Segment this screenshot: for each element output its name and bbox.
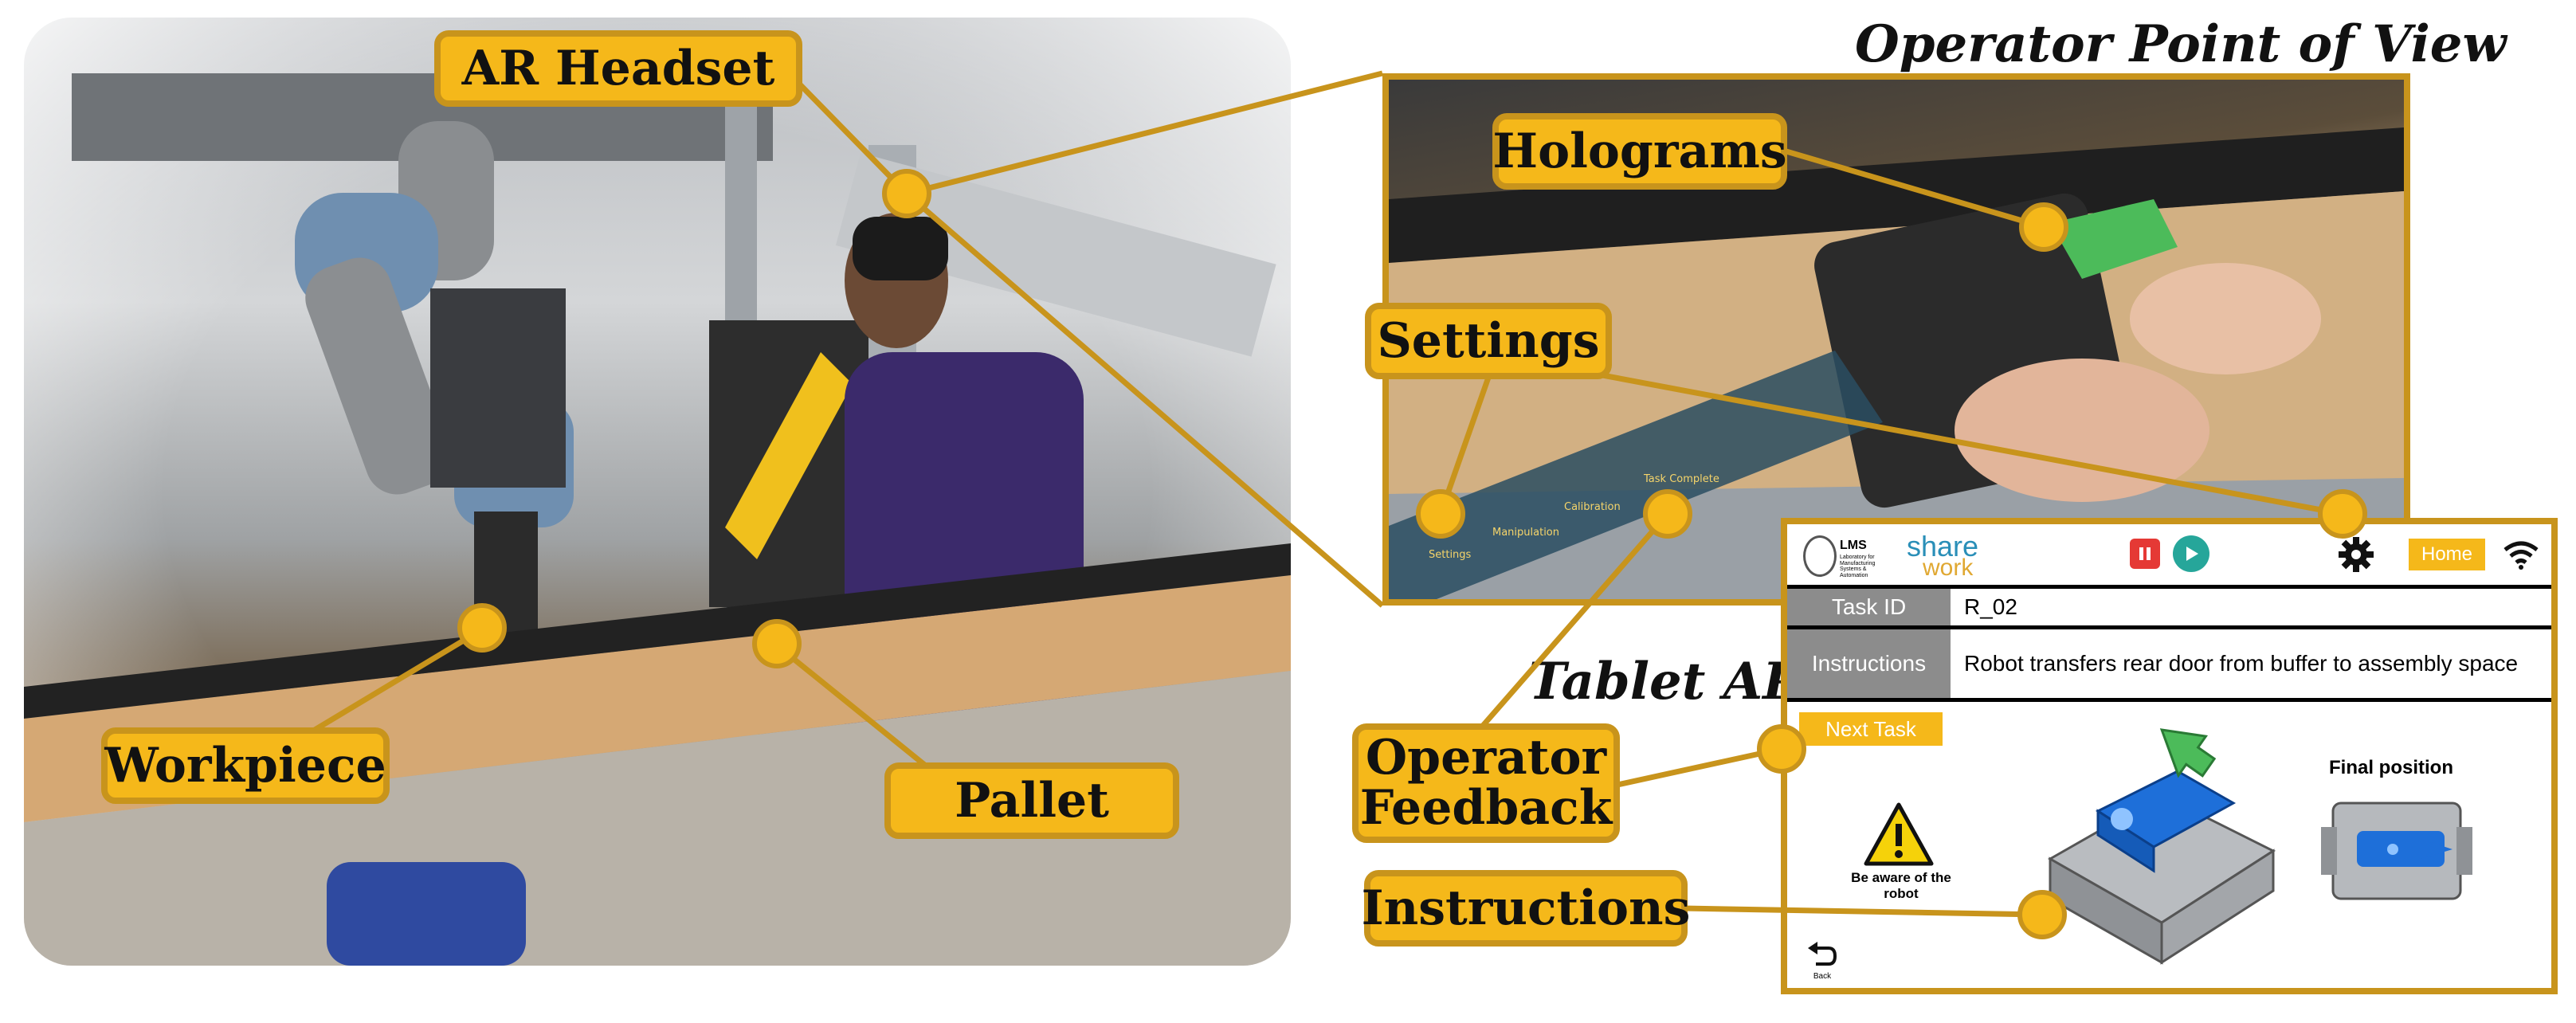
feedback-leader-b bbox=[1617, 746, 1782, 788]
holograms-label: Holograms bbox=[1492, 113, 1787, 190]
header-divider bbox=[1787, 585, 2551, 589]
ar-headset-marker bbox=[882, 169, 931, 218]
workpiece-leader bbox=[301, 626, 484, 740]
back-label: Back bbox=[1813, 972, 1832, 981]
instructions-callout-label: Instructions bbox=[1362, 870, 1690, 947]
green-arrow-icon bbox=[2159, 728, 2217, 778]
settings-leader-a bbox=[1437, 371, 1493, 515]
operator-feedback-label: Operator Feedback bbox=[1352, 723, 1620, 843]
final-position-label: Final position bbox=[2329, 757, 2453, 778]
task-id-label: Task ID bbox=[1787, 589, 1951, 625]
instructions-value: Robot transfers rear door from buffer to… bbox=[1964, 651, 2519, 676]
wifi-icon bbox=[2503, 541, 2539, 570]
holograms-leader bbox=[1780, 147, 2045, 230]
next-task-button[interactable]: Next Task bbox=[1799, 712, 1943, 746]
pov-menu-task-complete[interactable]: Task Complete bbox=[1643, 473, 1719, 485]
row-divider bbox=[1787, 698, 2551, 702]
final-position-diagram bbox=[2321, 802, 2472, 900]
hologram-menu-panel bbox=[1389, 351, 1883, 599]
back-arrow-icon bbox=[1808, 942, 1837, 966]
hologram-arrow bbox=[2050, 199, 2178, 279]
sharework-logo-top: share bbox=[1907, 530, 1979, 562]
ar-headset-label: AR Headset bbox=[434, 30, 802, 107]
pause-icon bbox=[2139, 547, 2151, 560]
workpiece-marker bbox=[457, 603, 507, 653]
pov-menu-manipulation[interactable]: Manipulation bbox=[1492, 527, 1559, 539]
pallet-label: Pallet bbox=[884, 762, 1179, 839]
pov-menu-settings[interactable]: Settings bbox=[1429, 549, 1472, 561]
play-icon bbox=[2186, 547, 2198, 561]
fixture-with-part-image bbox=[2047, 728, 2276, 965]
task-id-value: R_02 bbox=[1964, 594, 2017, 619]
settings-marker-pov bbox=[1416, 489, 1465, 539]
settings-marker-tablet bbox=[2318, 489, 2367, 539]
play-button[interactable] bbox=[2173, 535, 2209, 572]
settings-label: Settings bbox=[1365, 303, 1612, 379]
settings-leader-b bbox=[1589, 370, 2343, 517]
feedback-marker-tablet bbox=[1757, 724, 1806, 774]
final-position-image bbox=[2317, 795, 2476, 910]
gear-icon bbox=[2339, 537, 2374, 572]
lms-emblem-icon bbox=[1803, 535, 1837, 577]
workpiece-label: Workpiece bbox=[101, 727, 390, 804]
sharework-logo-bottom: work bbox=[1923, 555, 1974, 581]
pov-title: Operator Point of View bbox=[1855, 14, 2507, 74]
settings-button[interactable] bbox=[2337, 535, 2375, 577]
instructions-marker bbox=[2017, 890, 2067, 939]
assembly-illustration bbox=[2034, 723, 2281, 974]
warning-text: Be aware of the robot bbox=[1851, 870, 1951, 901]
pov-menu-calibration[interactable]: Calibration bbox=[1564, 501, 1621, 513]
back-button[interactable]: Back bbox=[1806, 942, 1838, 981]
wifi-status bbox=[2503, 539, 2539, 574]
pov-frame-line-top bbox=[906, 70, 1383, 197]
warning-sign bbox=[1863, 802, 1935, 870]
instructions-leader bbox=[1682, 905, 2043, 918]
instructions-label: Instructions bbox=[1787, 629, 1951, 698]
warning-icon bbox=[1864, 802, 1934, 866]
lms-logo-subtext: Laboratory for Manufacturing Systems & A… bbox=[1840, 555, 1876, 579]
lms-logo-text: LMS bbox=[1840, 539, 1867, 552]
tablet-title: Tablet API bbox=[1528, 652, 1825, 711]
pov-frame-line-bottom bbox=[904, 191, 1385, 608]
pallet-marker bbox=[752, 619, 802, 668]
ar-headset-leader bbox=[794, 79, 909, 196]
home-button[interactable]: Home bbox=[2409, 539, 2485, 570]
holograms-marker bbox=[2019, 202, 2068, 252]
row-divider bbox=[1787, 625, 2551, 629]
feedback-marker-pov bbox=[1643, 489, 1692, 539]
pause-button[interactable] bbox=[2130, 539, 2160, 569]
lms-logo: LMS Laboratory for Manufacturing Systems… bbox=[1803, 535, 1891, 583]
feedback-leader-a bbox=[1480, 512, 1670, 729]
